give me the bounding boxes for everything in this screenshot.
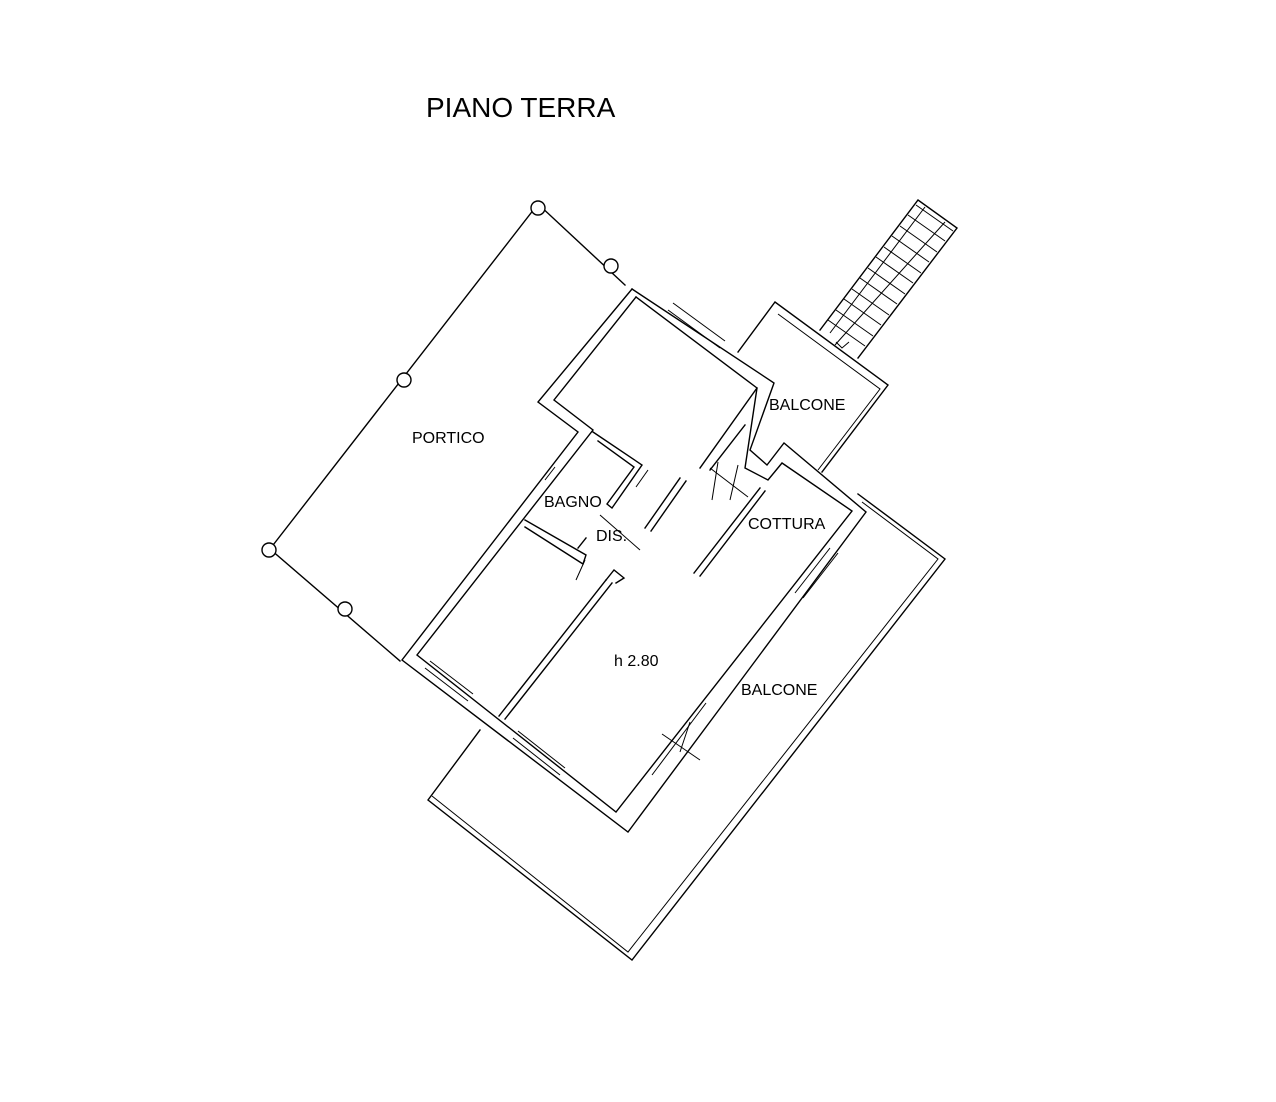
column — [261, 542, 277, 558]
label-dis: DIS. — [596, 528, 627, 545]
exterior-walls — [401, 288, 867, 833]
balcone-top-area — [737, 301, 889, 473]
balcone-bottom-area — [427, 493, 946, 961]
label-balcone-top: BALCONE — [769, 397, 845, 414]
column — [603, 258, 619, 274]
room-labels: PORTICO BALCONE BAGNO DIS. COTTURA h 2.8… — [412, 397, 845, 699]
staircase — [819, 199, 958, 359]
label-room-height: h 2.80 — [614, 653, 659, 670]
label-portico: PORTICO — [412, 430, 485, 447]
column — [396, 372, 412, 388]
label-bagno: BAGNO — [544, 494, 602, 511]
interior-walls — [416, 296, 854, 813]
plan-title: PIANO TERRA — [426, 92, 616, 123]
portico-columns — [261, 200, 619, 617]
label-balcone-bottom: BALCONE — [741, 682, 817, 699]
column — [530, 200, 546, 216]
label-cottura: COTTURA — [748, 516, 826, 533]
column — [337, 601, 353, 617]
windows — [424, 302, 839, 776]
